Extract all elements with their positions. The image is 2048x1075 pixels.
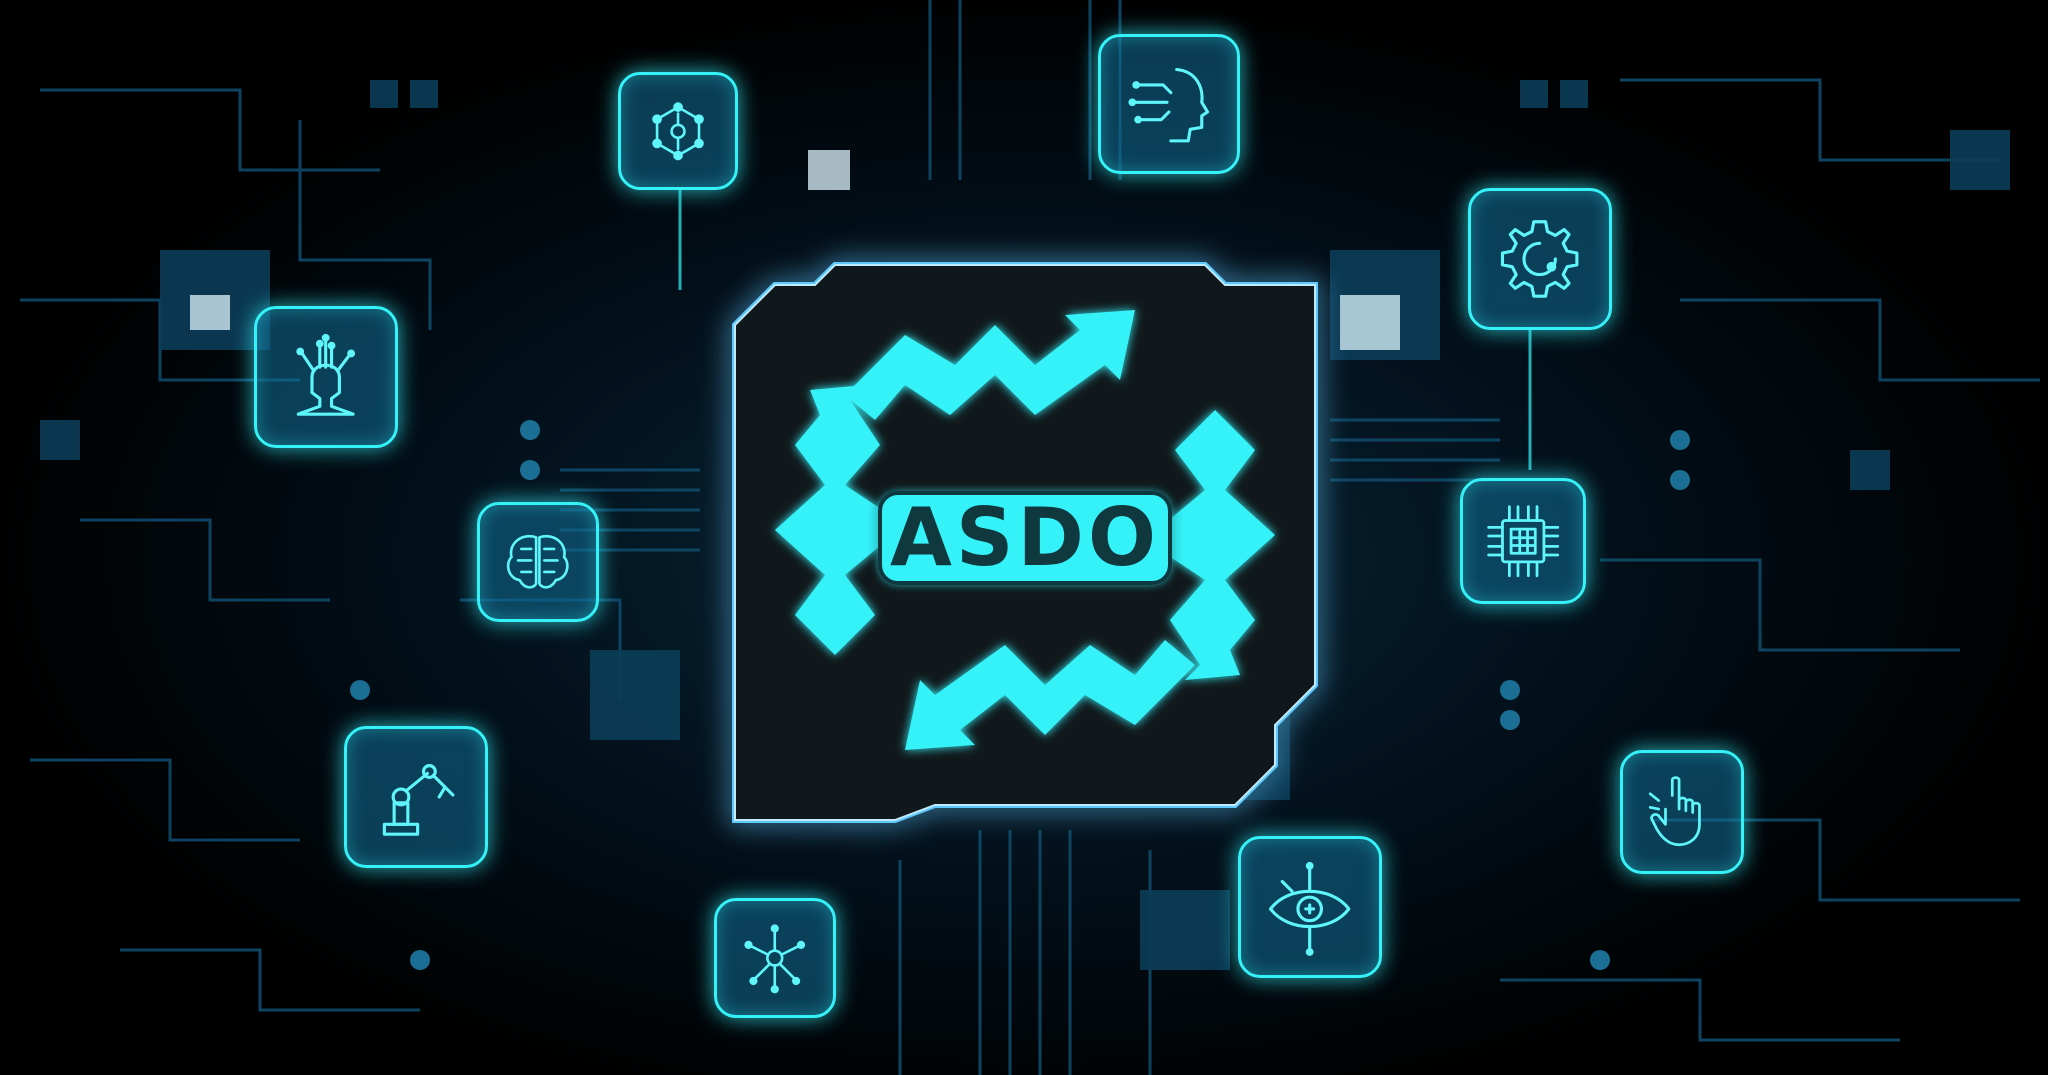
eye-scan-icon <box>1269 861 1351 956</box>
tile-molecule <box>618 72 738 190</box>
tile-robot-arm <box>344 726 488 868</box>
network-nodes-icon <box>744 924 806 994</box>
tile-network-nodes <box>714 898 836 1018</box>
brain-icon <box>507 534 569 589</box>
gear-icon <box>1501 220 1579 298</box>
robot-arm-icon <box>383 764 455 836</box>
central-processor-chip: ASDO <box>732 245 1318 823</box>
cpu-chip-icon <box>1487 505 1559 577</box>
logo-text: ASDO <box>890 491 1160 584</box>
tile-gear <box>1468 188 1612 330</box>
ai-head-icon <box>296 333 356 416</box>
ai-face-icon <box>1128 67 1210 143</box>
tile-ai-head <box>254 306 398 448</box>
hand-gesture-icon <box>1648 775 1701 846</box>
chip-logo-graphic <box>732 262 1318 823</box>
tile-ai-face <box>1098 34 1240 174</box>
molecule-icon <box>652 101 704 161</box>
tile-eye-scan <box>1238 836 1382 978</box>
tile-brain <box>477 502 599 622</box>
tile-hand-gesture <box>1620 750 1744 874</box>
tile-cpu-chip <box>1460 478 1586 604</box>
